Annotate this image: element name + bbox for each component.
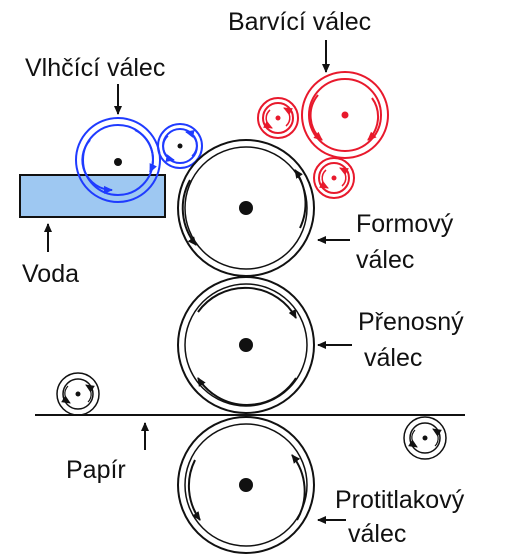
blanket-cylinder-label-line1: Přenosný [358, 308, 464, 336]
dampening-roller [75, 117, 161, 203]
plate-cylinder-label-line1: Formový [356, 210, 454, 238]
blanket-cylinder-label-line2: válec [364, 344, 422, 372]
plate-cylinder [177, 139, 315, 277]
water-label: Voda [22, 260, 79, 288]
dampening-rotation-arrow [81, 139, 113, 194]
blanket-cylinder [177, 276, 315, 414]
impression-cylinder-label-line2: válec [348, 520, 406, 548]
paper-label: Papír [66, 456, 126, 484]
inking-roller-label: Barvící válec [228, 8, 371, 36]
impression-cylinder-label-line1: Protitlakový [335, 486, 465, 514]
dampening-roller-label: Vlhčící válec [25, 54, 165, 82]
plate-cylinder-label-line2: válec [356, 246, 414, 274]
paper-feed-roller-right [403, 416, 447, 460]
inking-roller-lower [313, 157, 355, 199]
impression-cylinder [177, 416, 315, 554]
paper-feed-roller-left [56, 372, 100, 416]
inking-roller-left [257, 97, 299, 139]
inking-roller-large [301, 71, 389, 159]
dampening-small-roller [157, 123, 203, 169]
